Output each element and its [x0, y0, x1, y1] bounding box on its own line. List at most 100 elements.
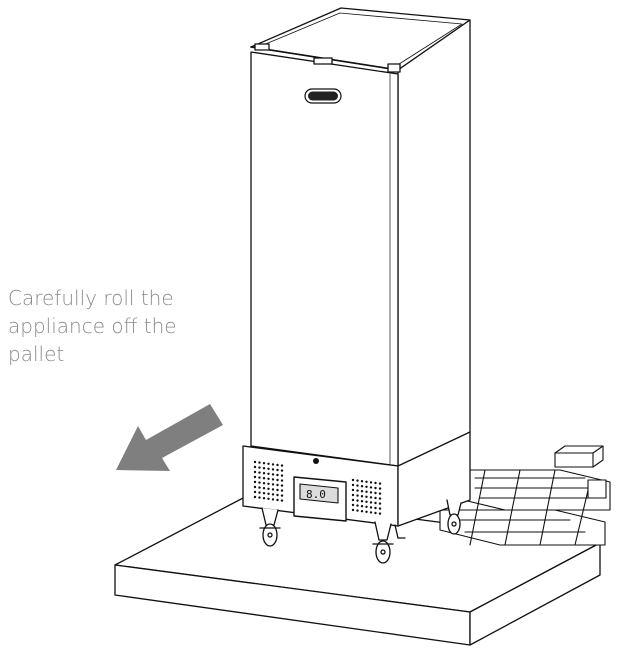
vent-hole — [280, 494, 284, 497]
vent-hole — [374, 501, 377, 505]
vent-hole — [365, 510, 368, 513]
vent-hole — [374, 511, 377, 515]
vent-hole — [253, 495, 257, 499]
vent-hole — [356, 479, 359, 482]
vent-hole — [360, 500, 364, 503]
castors — [259, 499, 462, 564]
vent-hole — [369, 481, 373, 484]
vent-hole — [262, 497, 266, 500]
vent-hole — [258, 476, 261, 479]
vent-hole — [360, 480, 364, 483]
vent-hole — [280, 464, 284, 467]
vent-hole — [378, 487, 382, 490]
vent-hole — [280, 469, 284, 472]
vent-hole — [262, 482, 266, 485]
vent-hole — [276, 498, 279, 502]
vent-hole — [258, 466, 261, 469]
vent-hole — [356, 509, 359, 512]
vent-hole — [369, 496, 373, 499]
castor-rear-left — [394, 524, 406, 539]
vent-hole — [271, 463, 275, 466]
floor-platform — [114, 496, 601, 646]
vent-hole — [378, 492, 382, 495]
vent-grille-right — [351, 478, 382, 515]
display-readout: 8.0 — [306, 488, 326, 501]
vent-hole — [276, 478, 279, 482]
vent-hole — [365, 500, 368, 503]
vent-hole — [271, 493, 275, 496]
vent-hole — [280, 489, 284, 492]
vent-grille-left — [253, 460, 284, 502]
vent-hole — [271, 488, 275, 491]
vent-hole — [253, 480, 257, 484]
vent-hole — [374, 481, 377, 485]
vent-hole — [271, 483, 275, 486]
instruction-line-2: appliance off the — [8, 314, 177, 338]
vent-hole — [369, 506, 373, 509]
vent-hole — [365, 505, 368, 508]
vent-hole — [351, 488, 355, 492]
lock-icon — [313, 458, 319, 464]
vent-hole — [267, 492, 270, 495]
vent-hole — [378, 482, 382, 485]
vent-hole — [280, 484, 284, 487]
vent-hole — [365, 485, 368, 488]
vent-hole — [356, 499, 359, 502]
vent-hole — [369, 491, 373, 494]
vent-hole — [374, 496, 377, 500]
vent-hole — [374, 506, 377, 510]
vent-hole — [271, 478, 275, 481]
vent-hole — [276, 483, 279, 487]
vent-hole — [258, 471, 261, 474]
vent-hole — [276, 468, 279, 472]
vent-hole — [356, 494, 359, 497]
brand-badge — [308, 91, 338, 101]
vent-hole — [378, 507, 382, 510]
vent-hole — [360, 490, 364, 493]
vent-hole — [280, 499, 284, 502]
instruction-line-3: pallet — [8, 342, 65, 366]
vent-hole — [262, 467, 266, 470]
vent-hole — [258, 461, 261, 464]
vent-hole — [253, 475, 257, 479]
vent-hole — [276, 473, 279, 477]
instruction-text: Carefully roll the appliance off the pal… — [8, 284, 218, 368]
vent-hole — [356, 504, 359, 507]
vent-hole — [360, 495, 364, 498]
vent-hole — [280, 474, 284, 477]
vent-hole — [258, 481, 261, 484]
vent-hole — [374, 491, 377, 495]
vent-hole — [378, 497, 382, 500]
vent-hole — [267, 472, 270, 475]
vent-hole — [253, 490, 257, 494]
vent-hole — [365, 480, 368, 483]
vent-hole — [262, 477, 266, 480]
vent-hole — [378, 502, 382, 505]
vent-hole — [267, 482, 270, 485]
vent-hole — [267, 487, 270, 490]
temperature-display — [299, 483, 339, 504]
vent-hole — [351, 503, 355, 507]
vent-hole — [351, 483, 355, 487]
instruction-line-1: Carefully roll the — [8, 286, 174, 310]
vent-hole — [351, 498, 355, 502]
vent-hole — [369, 511, 373, 514]
refrigerator-cabinet: 8.0 — [242, 7, 471, 527]
vent-hole — [267, 497, 270, 500]
vent-hole — [271, 498, 275, 501]
vent-hole — [271, 473, 275, 476]
castor-front-right — [372, 521, 394, 564]
vent-hole — [271, 468, 275, 471]
castor-front-left — [259, 507, 281, 547]
vent-hole — [360, 510, 364, 513]
vent-hole — [280, 479, 284, 482]
vent-hole — [267, 477, 270, 480]
vent-hole — [351, 493, 355, 497]
vent-hole — [267, 462, 270, 465]
vent-hole — [351, 478, 355, 482]
vent-hole — [276, 463, 279, 467]
vent-hole — [351, 508, 355, 512]
vent-hole — [253, 485, 257, 489]
vent-hole — [365, 495, 368, 498]
